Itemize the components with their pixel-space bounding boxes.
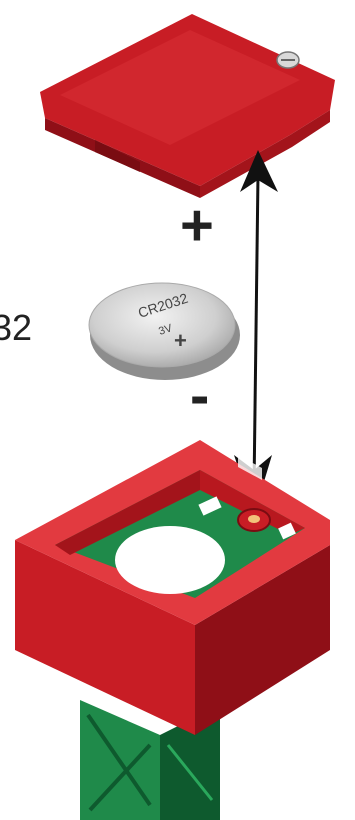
positive-contact-pad [248, 515, 260, 523]
minus-sign: - [190, 363, 209, 428]
battery-seat [115, 526, 225, 594]
coin-cell-polarity-mark: + [174, 328, 187, 353]
arrow-shaft [254, 175, 258, 488]
battery-cover [40, 14, 335, 198]
coin-cell-battery: CR2032 3V + [89, 283, 240, 380]
side-label: 32 [0, 307, 32, 348]
plus-sign: + [180, 193, 214, 258]
battery-housing [15, 440, 330, 820]
